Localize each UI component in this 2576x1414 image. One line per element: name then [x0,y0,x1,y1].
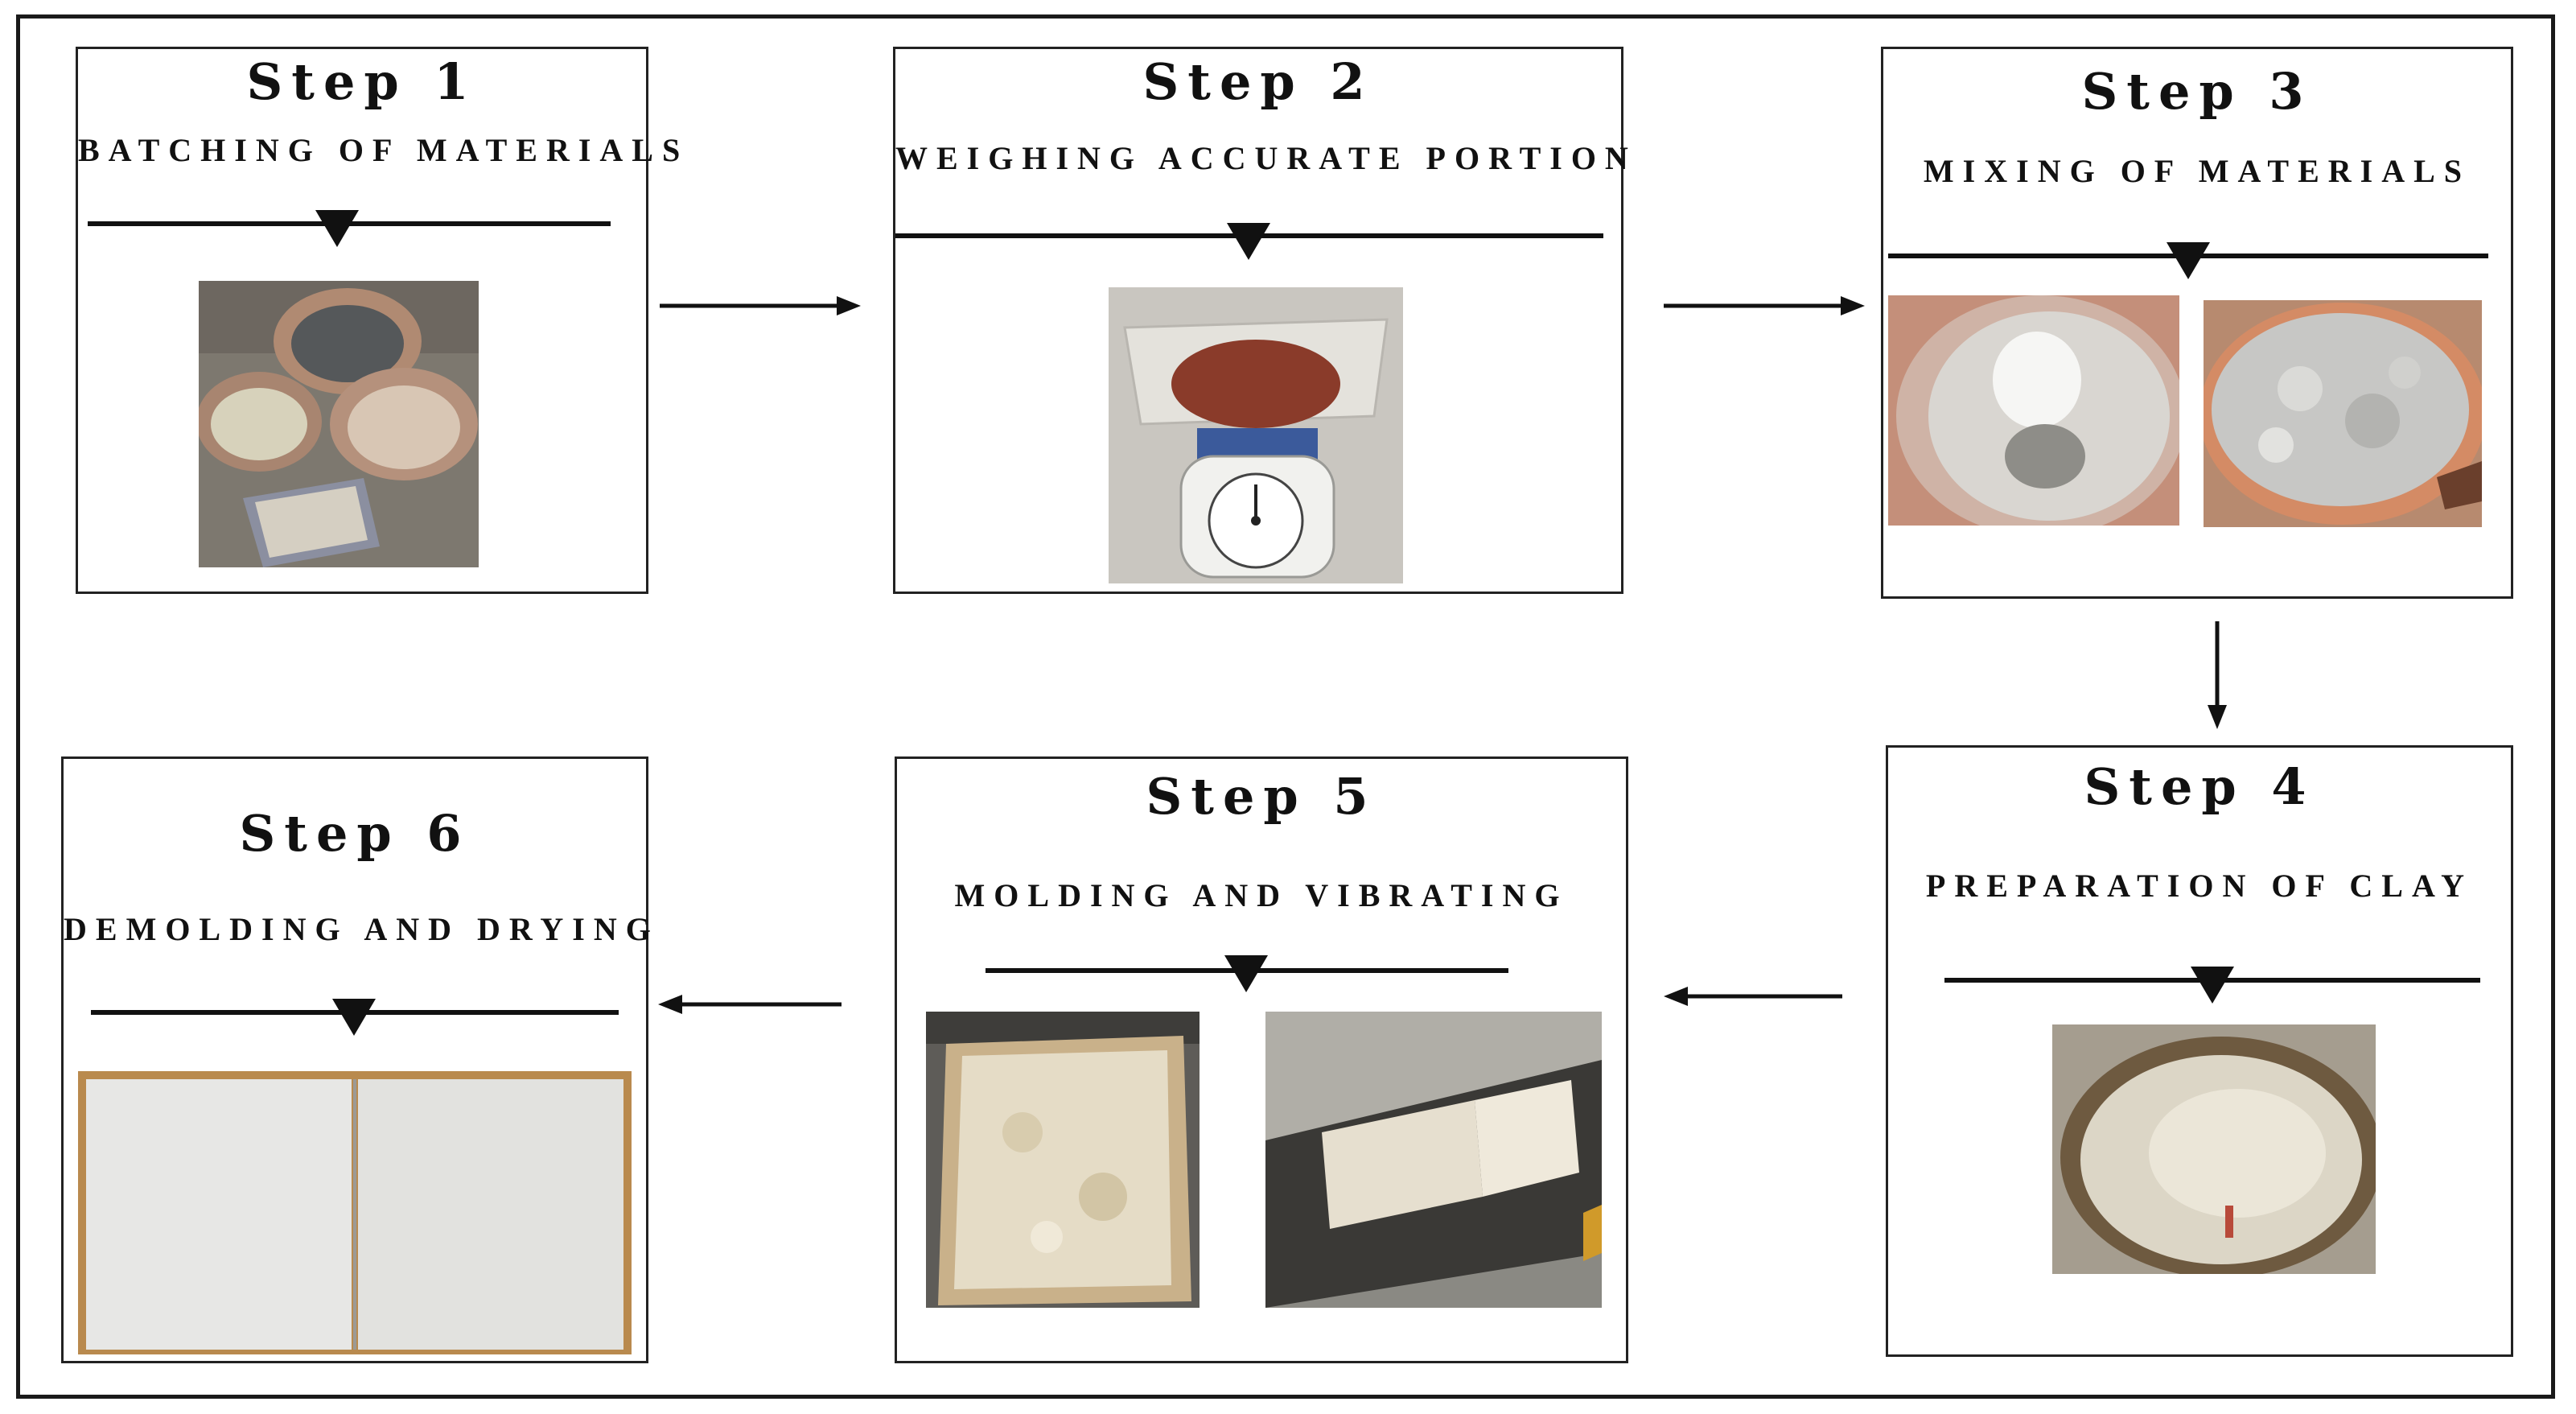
step-1-box: Step 1 Batching of Materials [76,47,689,594]
step-1-down-marker [315,210,359,247]
arrow-step2-to-step3 [1664,290,1865,322]
step-5-photo-mold [926,1012,1200,1308]
step-4-photo-clay-bowl [2052,1024,2376,1274]
step-6-title: Step 6 [239,804,471,863]
step-2-down-marker [1227,223,1270,260]
step-2-box: Step 2 Weighing Accurate Portion [893,47,1637,594]
step-2-photo-weighing-scale [1109,287,1403,583]
step-5-box: Step 5 Molding and Vibrating [895,756,1628,1363]
arrow-step5-to-step6 [658,988,842,1020]
step-1-photo-materials [199,281,479,567]
arrow-step4-to-step5 [1664,980,1842,1012]
step-6-box: Step 6 Demolding and Drying [61,756,660,1363]
arrow-step3-to-step4 [2201,621,2233,729]
step-5-subtitle: Molding and Vibrating [954,877,1569,913]
step-4-box: Step 4 Preparation of Clay [1886,745,2513,1357]
step-3-box: Step 3 Mixing of Materials [1881,47,2513,599]
step-5-down-marker [1224,955,1268,992]
step-5-photo-vibrating-table [1265,1012,1602,1308]
step-4-subtitle: Preparation of Clay [1925,868,2474,904]
step-3-photo-mixed-aggregate [2204,300,2482,527]
step-6-subtitle: Demolding and Drying [64,911,660,947]
step-1-title: Step 1 [246,52,478,111]
step-6-photo-dried-tiles [78,1071,632,1354]
step-3-subtitle: Mixing of Materials [1923,153,2471,189]
step-4-title: Step 4 [2084,757,2315,816]
step-2-title: Step 2 [1142,52,1374,111]
step-2-subtitle: Weighing Accurate Portion [895,140,1637,176]
step-3-down-marker [2167,242,2210,279]
step-1-subtitle: Batching of Materials [78,132,689,168]
arrow-step1-to-step2 [660,290,861,322]
step-4-down-marker [2191,967,2234,1004]
step-3-title: Step 3 [2081,62,2313,121]
step-3-photo-mixing-bowl [1888,295,2179,526]
diagram-frame [16,14,2555,1399]
step-5-title: Step 5 [1146,767,1377,826]
step-6-down-marker [332,999,376,1036]
